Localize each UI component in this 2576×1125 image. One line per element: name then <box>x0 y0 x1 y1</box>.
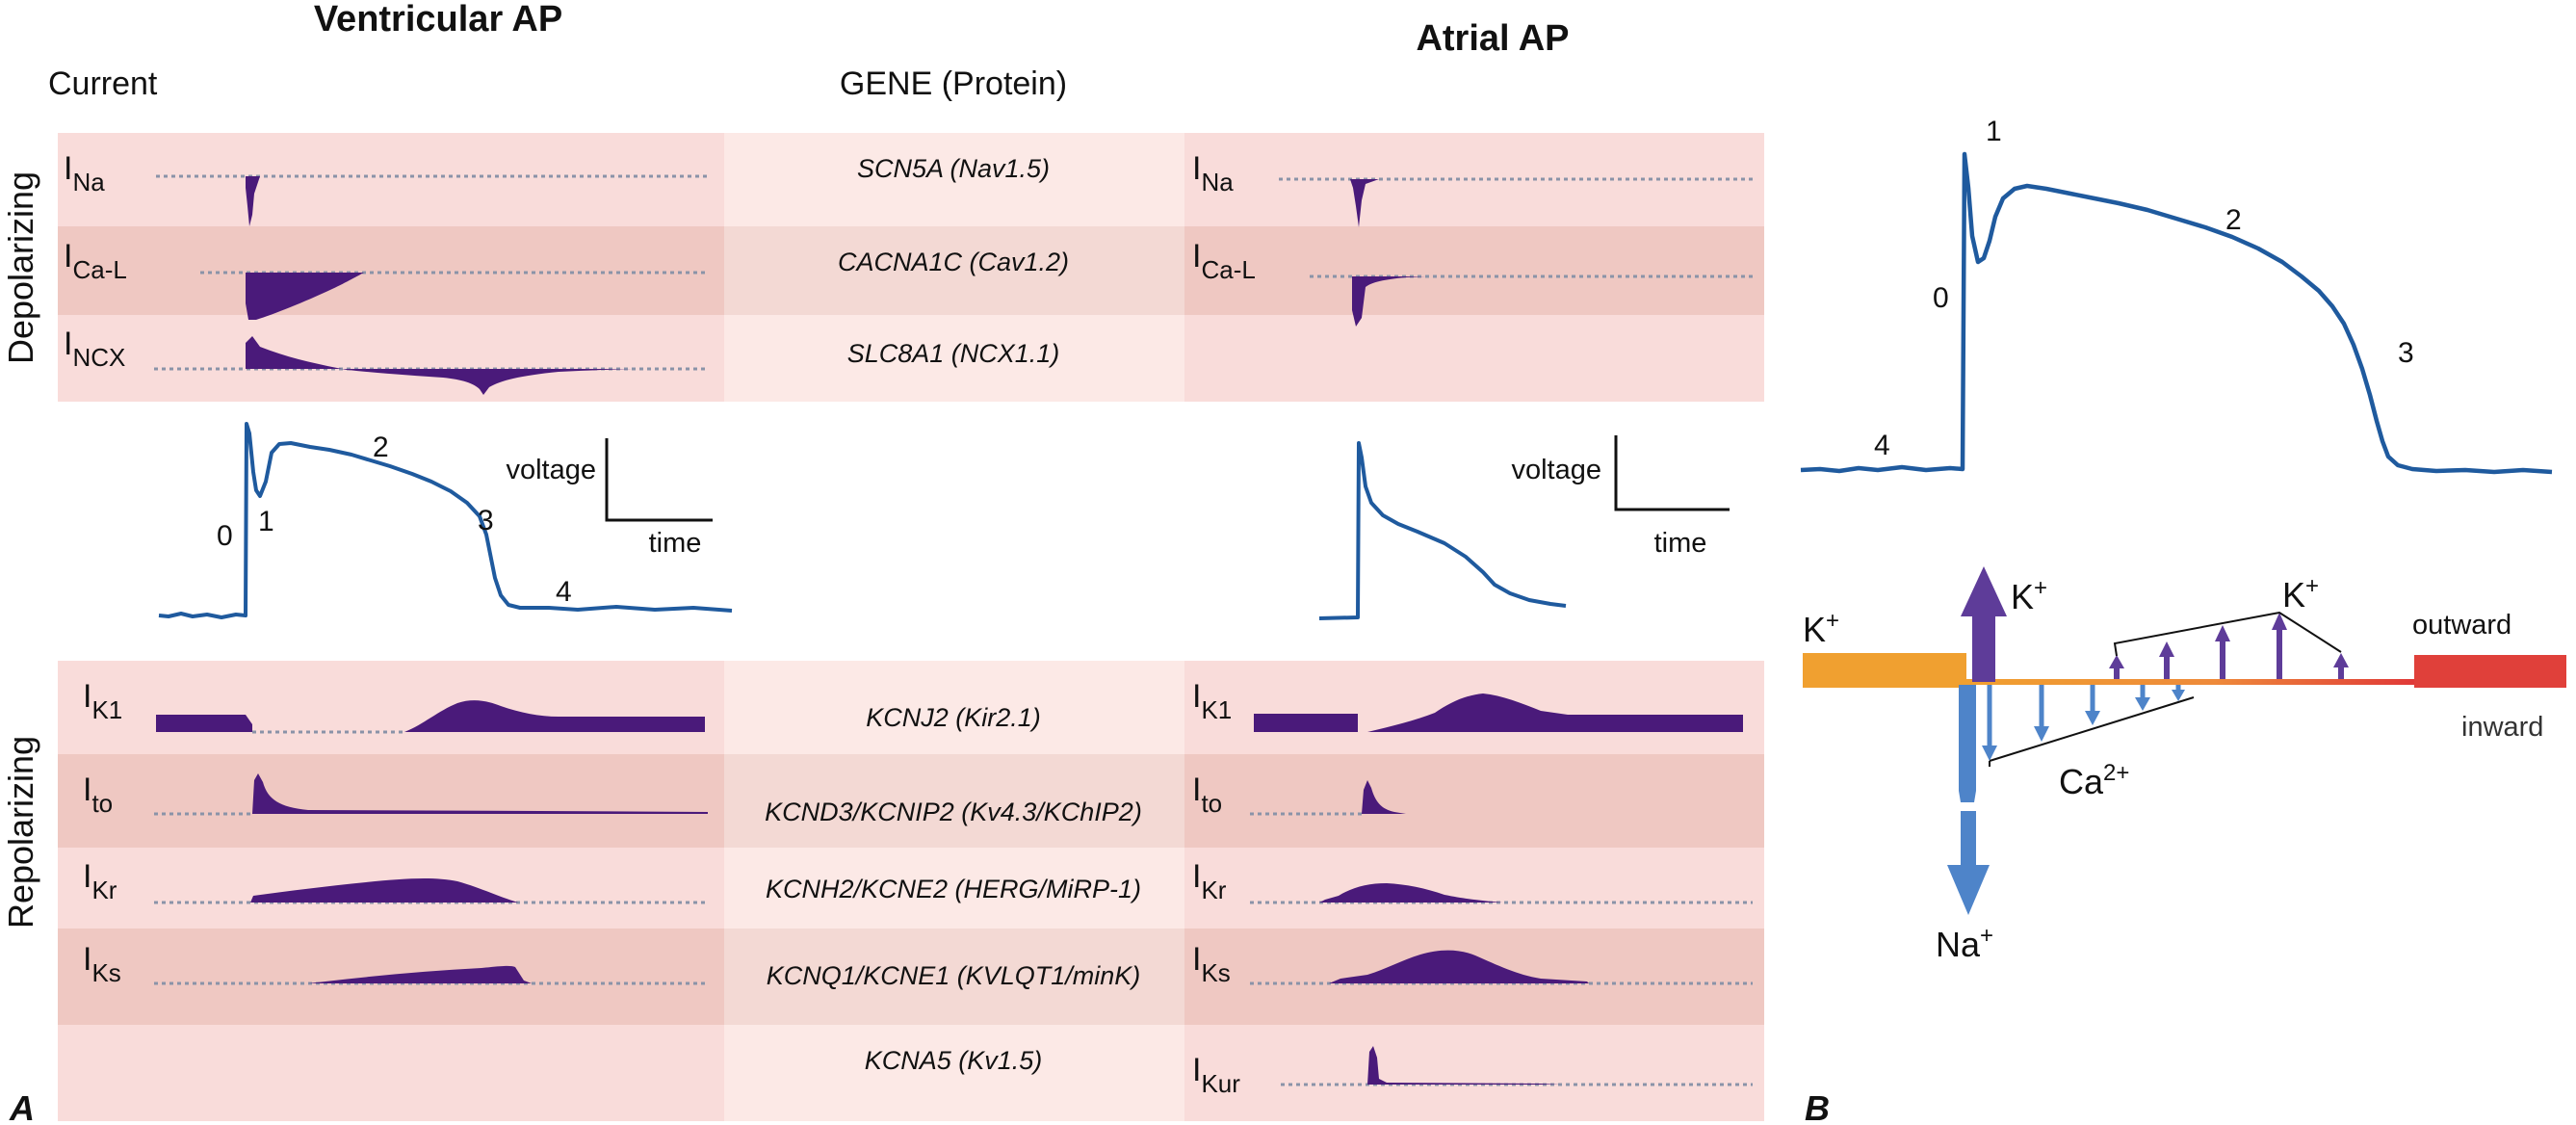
side-label-repolarizing: Repolarizing <box>1 736 40 929</box>
header-atrial: Atrial AP <box>1416 18 1569 59</box>
ventricular-ap-phases: 0 1 2 3 4 <box>217 432 572 608</box>
ventricular-current-label: IK1 <box>83 678 122 724</box>
ina-atrial-trace <box>1350 179 1379 227</box>
gene-label: KCNQ1/KCNE1 (KVLQT1/minK) <box>767 961 1141 990</box>
ikr-ventricular-trace <box>250 878 518 903</box>
panel-b-phase-2: 2 <box>2225 204 2242 236</box>
header-ventricular: Ventricular AP <box>314 0 562 39</box>
k-outward-large-arrow <box>1961 566 2007 682</box>
atrial-scale-lines <box>1614 435 1730 511</box>
gene-label: KCNJ2 (Kir2.1) <box>866 703 1041 732</box>
gene-band-8 <box>724 1025 1184 1121</box>
ventricular-phase-4: 4 <box>556 576 572 608</box>
gene-band-3 <box>724 315 1184 402</box>
repolarizing-rows: IK1 Ito IKr IKs KCNJ2 (Kir2.1) KCND3/KCN… <box>83 678 1240 1098</box>
ikr-atrial-trace <box>1319 883 1502 903</box>
gene-label: SLC8A1 (NCX1.1) <box>847 339 1060 368</box>
ion-ca: Ca2+ <box>2059 760 2129 801</box>
ventricular-scale-voltage: voltage <box>506 455 596 485</box>
ina-ventricular-trace <box>246 176 260 226</box>
ventricular-scale-lines <box>605 438 713 522</box>
atrial-scale-bar: voltage time <box>1511 435 1730 559</box>
atrial-current-label: IKr <box>1192 858 1227 904</box>
ca-envelope <box>1989 696 2195 767</box>
panel-b-phase-3: 3 <box>2398 337 2414 369</box>
ventricular-current-label: IKs <box>83 941 121 987</box>
currents-repolarizing <box>156 693 1743 1085</box>
ical-atrial-trace <box>1352 276 1425 327</box>
ventricular-scale-time: time <box>649 528 702 559</box>
ventricular-phase-3: 3 <box>478 505 494 536</box>
atrial-current-label: ICa-L <box>1192 238 1256 284</box>
gene-band-5 <box>724 754 1184 848</box>
ik1-ventricular-trace <box>156 700 705 732</box>
panel-a-label: A <box>9 1088 35 1125</box>
gene-label: CACNA1C (Cav1.2) <box>838 248 1069 276</box>
gene-label: KCNA5 (Kv1.5) <box>865 1046 1043 1075</box>
atrial-scale-time: time <box>1654 528 1707 559</box>
iks-atrial-trace <box>1329 950 1589 983</box>
header-gene: GENE (Protein) <box>840 65 1067 102</box>
ventricular-phase-2: 2 <box>373 432 389 463</box>
atrial-current-label: INa <box>1192 150 1234 196</box>
ventricular-scale-bar: voltage time <box>506 438 713 559</box>
k-outward-arrows <box>2109 613 2349 679</box>
atrial-ap-trace <box>1318 441 1567 620</box>
gene-band-2 <box>724 226 1184 315</box>
ito-atrial-trace <box>1362 780 1406 814</box>
na-inward-large-arrow <box>1947 685 1990 915</box>
outward-inward-bar-red <box>2414 655 2566 688</box>
ventricular-ap-trace <box>158 422 733 619</box>
gene-label: KCNH2/KCNE2 (HERG/MiRP-1) <box>766 875 1141 903</box>
ventricular-phase-1: 1 <box>258 506 274 537</box>
atrial-current-label: IKur <box>1192 1052 1240 1098</box>
panel-b-phase-1: 1 <box>1986 116 2002 147</box>
ventricular-current-label: Ito <box>83 772 113 818</box>
ventricular-current-label: INCX <box>64 326 125 372</box>
label-outward: outward <box>2412 610 2511 641</box>
depolarizing-rows: INa ICa-L INCX SCN5A (Nav1.5) CACNA1C (C… <box>64 150 1256 372</box>
outward-inward-bar-gradient <box>1966 679 2417 685</box>
ion-k-center: K+ <box>2011 575 2047 616</box>
gene-band-1 <box>724 133 1184 226</box>
panel-b-phase-4: 4 <box>1874 430 1890 461</box>
ventricular-current-label: INa <box>64 150 105 196</box>
ventricular-current-label: IKr <box>83 858 117 904</box>
currents-depolarizing <box>246 176 1425 395</box>
row-bands <box>58 133 1764 1121</box>
panel-b-ap-trace <box>1800 151 2553 475</box>
panel-b-label: B <box>1805 1088 1830 1125</box>
atrial-current-label: IKs <box>1192 941 1231 987</box>
ventricular-phase-0: 0 <box>217 520 233 552</box>
panel-b-phase-0: 0 <box>1933 282 1949 314</box>
gene-band-6 <box>724 848 1184 929</box>
panel-b-ion-labels: K+ K+ K+ Ca2+ Na+ outward inward <box>1803 573 2543 964</box>
ion-k-right: K+ <box>2282 573 2319 615</box>
ito-ventricular-trace <box>252 773 708 814</box>
ical-ventricular-trace <box>246 273 364 320</box>
ik1-atrial-trace <box>1254 693 1743 732</box>
header-current: Current <box>48 65 158 102</box>
gene-band-7 <box>724 929 1184 1025</box>
ventricular-current-label: ICa-L <box>64 238 127 284</box>
ion-na: Na+ <box>1936 923 1993 964</box>
ion-k-left: K+ <box>1803 608 1839 649</box>
gene-label: KCND3/KCNIP2 (Kv4.3/KChIP2) <box>765 798 1142 826</box>
baselines-repolarizing <box>154 730 1753 1086</box>
panel-b-phases: 0 1 2 3 4 <box>1874 116 2414 461</box>
atrial-current-label: IK1 <box>1192 678 1232 724</box>
atrial-current-label: Ito <box>1192 772 1222 818</box>
incx-ventricular-trace <box>246 336 636 395</box>
k-envelope <box>2113 611 2342 657</box>
ca-inward-arrows <box>1982 685 2185 761</box>
side-label-depolarizing: Depolarizing <box>1 171 40 364</box>
atrial-scale-voltage: voltage <box>1511 455 1601 485</box>
outward-inward-bar-orange <box>1803 653 1966 688</box>
gene-label: SCN5A (Nav1.5) <box>857 154 1050 183</box>
iks-ventricular-trace <box>308 965 532 983</box>
gene-band-4 <box>724 661 1184 754</box>
label-inward: inward <box>2461 712 2543 743</box>
